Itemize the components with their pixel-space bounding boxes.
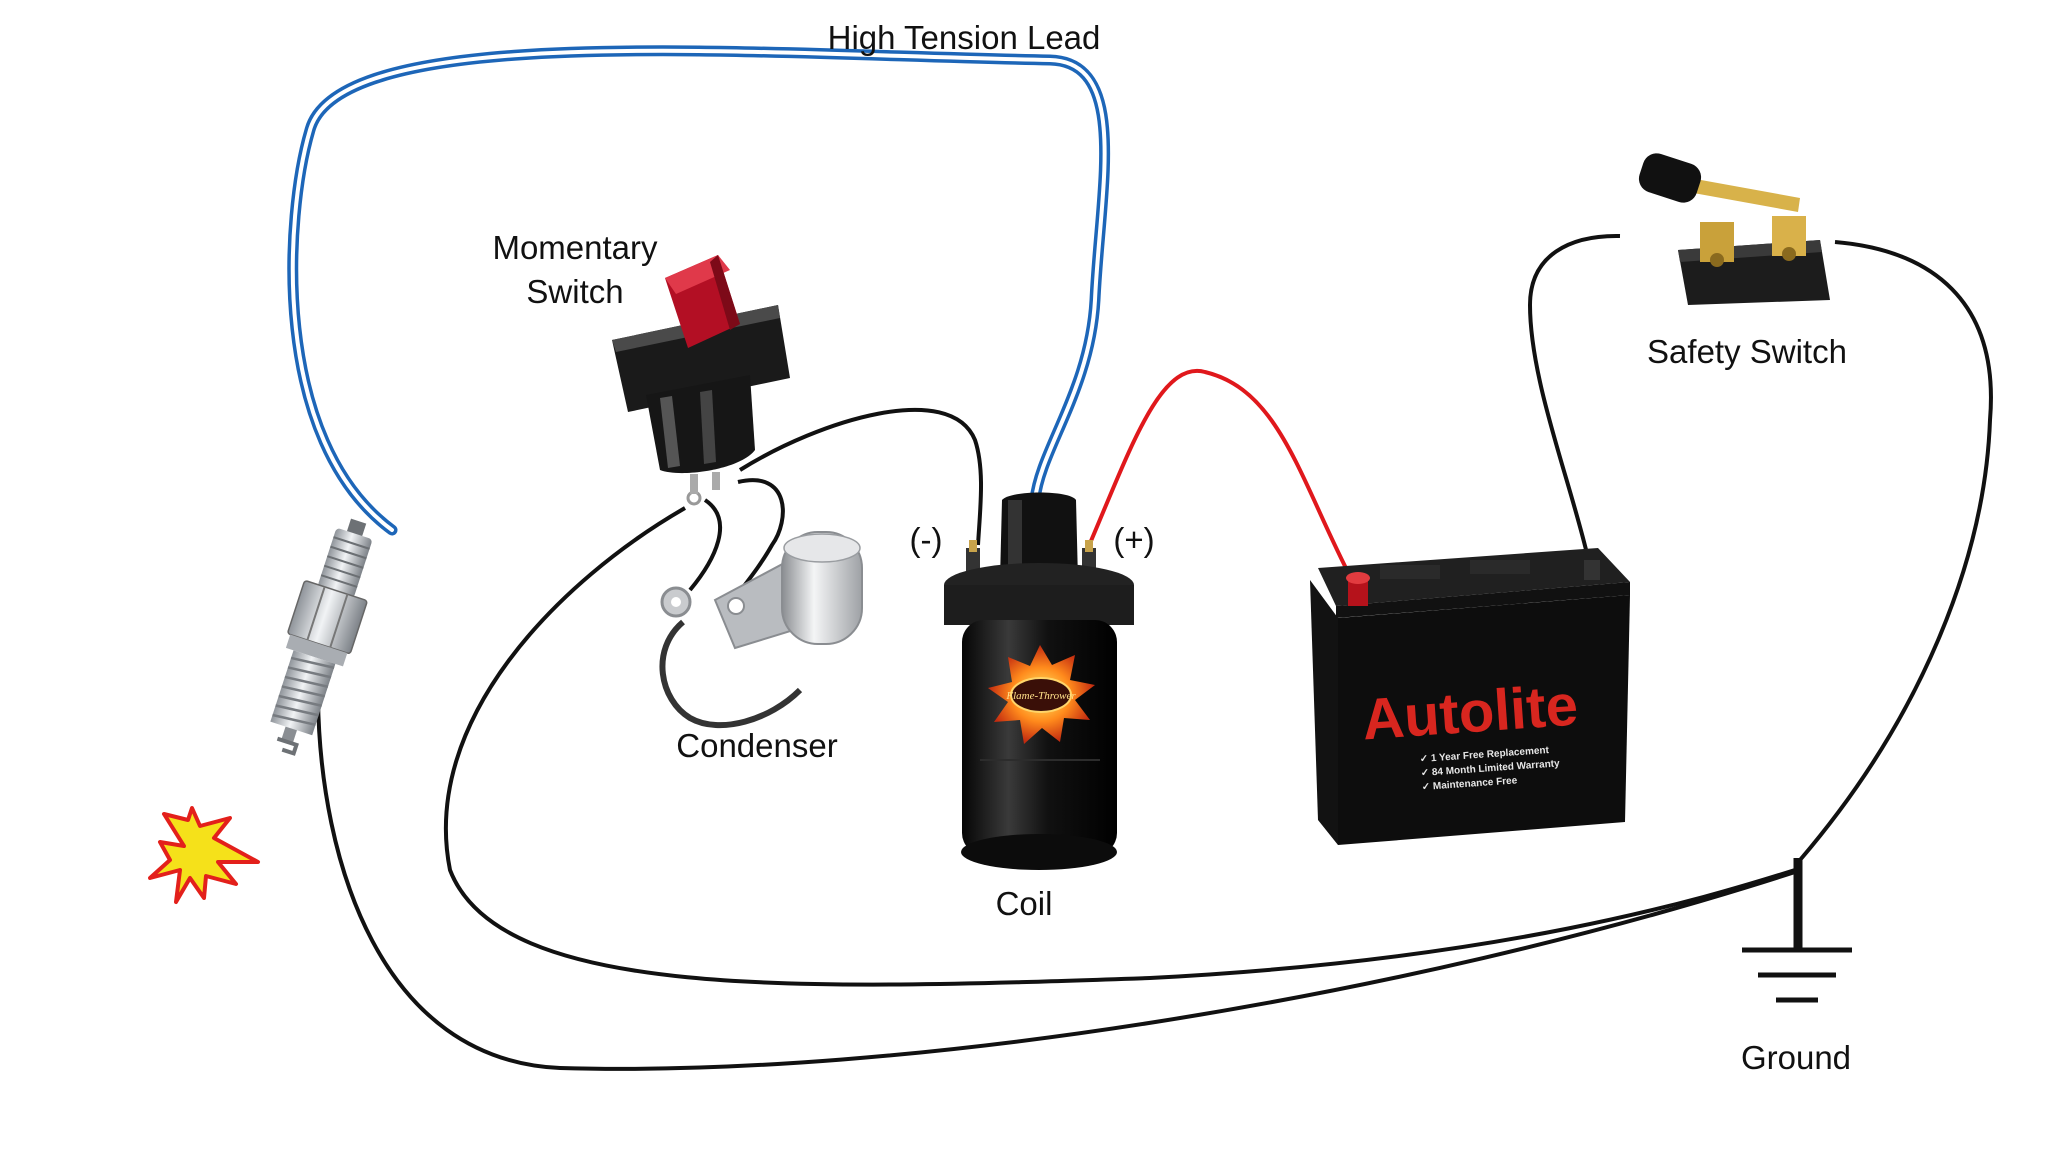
positive-wire xyxy=(1086,368,1354,581)
safety-switch-label: Safety Switch xyxy=(1647,333,1847,370)
battery-brand: Autolite xyxy=(1360,673,1580,753)
high-tension-lead-label: High Tension Lead xyxy=(827,19,1101,56)
ground-label: Ground xyxy=(1740,1039,1852,1076)
coil-label: Coil xyxy=(995,885,1053,922)
ground-symbol-icon xyxy=(1742,858,1852,1003)
momentary-switch-label-line1: Momentary xyxy=(492,229,658,266)
safety-switch-icon xyxy=(1638,153,1830,305)
high-tension-lead-wire xyxy=(287,45,1111,536)
condenser-icon xyxy=(659,531,863,729)
spark-plug-icon xyxy=(270,518,372,756)
wires xyxy=(287,45,1993,1071)
condenser-label: Condenser xyxy=(676,727,838,764)
momentary-switch-label-line2: Switch xyxy=(526,273,624,310)
switch-ground-wire xyxy=(443,506,1796,987)
ignition-coil-icon: Flame-Thrower xyxy=(944,492,1134,870)
spark-plug-ground-wire xyxy=(316,697,1796,1071)
coil-positive-terminal-label: (+) xyxy=(1113,521,1155,558)
coil-negative-terminal-label: (-) xyxy=(909,521,943,558)
safety-switch-to-ground-wire xyxy=(1798,240,1993,862)
battery-to-safety-switch-wire xyxy=(1527,233,1621,559)
switch-to-coil-negative-wire xyxy=(738,408,984,546)
switch-to-condenser-wire-2 xyxy=(688,498,723,592)
car-battery-icon: Autolite ✓ 1 Year Free Replacement ✓ 84 … xyxy=(1310,548,1630,845)
coil-badge-text: Flame-Thrower xyxy=(1005,690,1076,702)
spark-icon xyxy=(148,806,260,904)
momentary-switch-icon xyxy=(612,255,790,506)
